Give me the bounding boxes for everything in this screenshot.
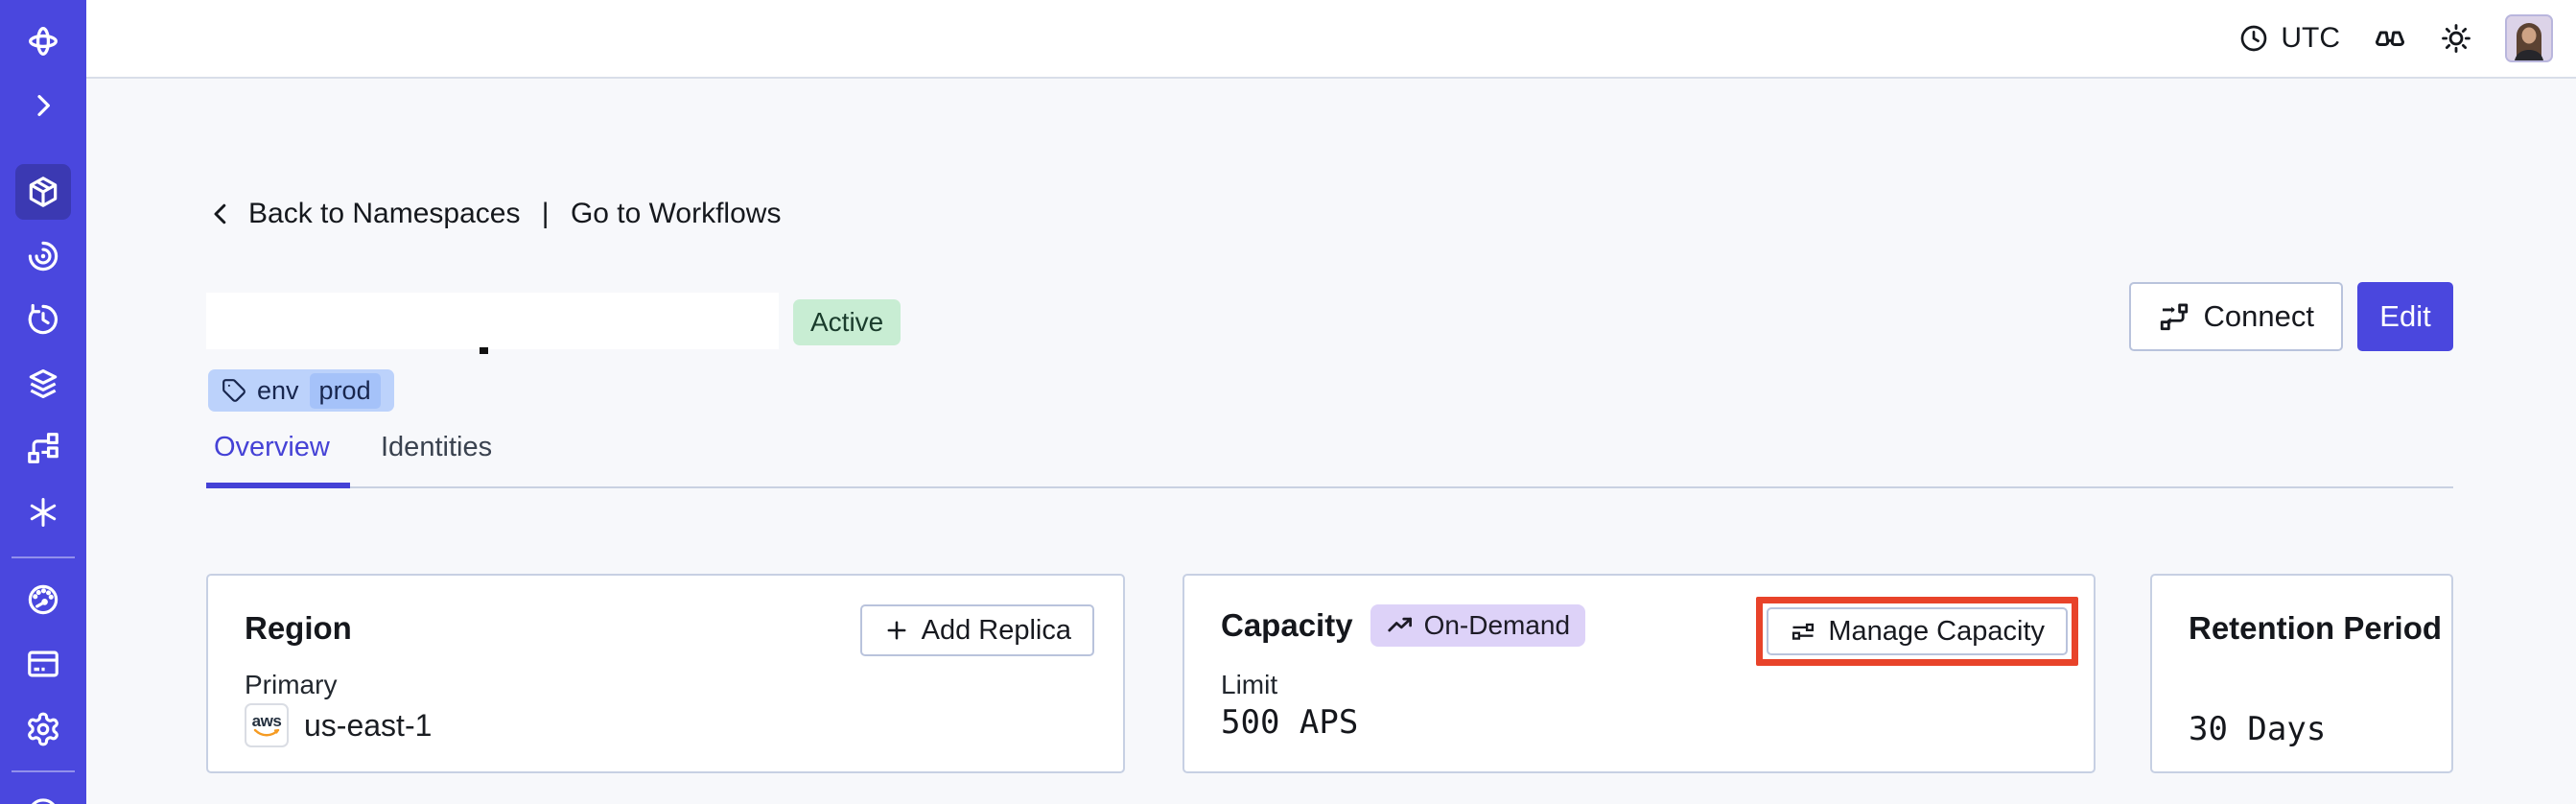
- namespace-title-redacted: [206, 293, 779, 349]
- batch-operations-pipeline-icon: [28, 433, 59, 463]
- plus-icon: [887, 621, 906, 640]
- capacity-limit-value: 500 APS: [1221, 703, 1359, 742]
- capacity-card: Capacity On-Demand Manage Capacity: [1183, 574, 2096, 773]
- user-avatar[interactable]: [2505, 14, 2553, 62]
- aws-smile-icon: [253, 728, 280, 737]
- chevron-left-icon: [214, 203, 226, 225]
- temporal-logo-icon[interactable]: [0, 21, 86, 61]
- sidebar-item-usage[interactable]: [0, 581, 86, 618]
- retention-card: Retention Period 30 Days: [2150, 574, 2453, 773]
- limit-label: Limit: [1221, 670, 1278, 699]
- manage-capacity-label: Manage Capacity: [1828, 615, 2045, 647]
- sidebar-item-support[interactable]: [0, 792, 86, 804]
- sidebar-item-deployments[interactable]: [0, 366, 86, 402]
- manage-capacity-button[interactable]: Manage Capacity: [1767, 607, 2068, 655]
- namespace-title-fragment: [480, 347, 488, 354]
- breadcrumb-separator: |: [533, 198, 557, 229]
- region-card-title: Region: [245, 610, 352, 646]
- tab-overview[interactable]: Overview: [214, 432, 330, 462]
- tag-key: env: [257, 375, 299, 405]
- labs-glasses-icon[interactable]: [2373, 21, 2407, 56]
- sidebar-item-settings[interactable]: [0, 710, 86, 748]
- breadcrumb-back-link[interactable]: Back to Namespaces: [248, 198, 521, 229]
- breadcrumb[interactable]: Back to Namespaces | Go to Workflows: [206, 198, 781, 230]
- add-replica-button[interactable]: Add Replica: [859, 604, 1094, 656]
- tag-value-chip: prod: [309, 372, 381, 409]
- on-demand-badge: On-Demand: [1370, 604, 1586, 647]
- retention-value: 30 Days: [2189, 710, 2327, 748]
- region-card: Region Add Replica Primary aws us-east-1: [206, 574, 1125, 773]
- aws-provider-icon: aws: [245, 703, 289, 747]
- workflows-spiral-icon: [28, 241, 59, 272]
- edit-button[interactable]: Edit: [2357, 282, 2453, 351]
- aws-logo-text: aws: [251, 712, 282, 730]
- on-demand-label: On-Demand: [1423, 610, 1571, 640]
- sidebar-divider: [12, 556, 75, 558]
- sidebar-item-billing[interactable]: [0, 646, 86, 682]
- expand-sidebar-chevron-icon[interactable]: [0, 88, 86, 123]
- trending-up-icon: [1387, 617, 1412, 632]
- tag-icon: [222, 379, 246, 402]
- add-replica-label: Add Replica: [921, 614, 1071, 646]
- nexus-asterisk-icon: [30, 498, 57, 527]
- sidebar: [0, 0, 86, 804]
- settings-gear-icon: [28, 712, 59, 746]
- usage-gauge-icon: [28, 584, 59, 615]
- connect-button[interactable]: Connect: [2128, 282, 2343, 351]
- namespaces-cube-icon: [29, 177, 58, 207]
- sidebar-item-namespaces[interactable]: [15, 164, 71, 220]
- connect-flow-icon: [2160, 303, 2188, 331]
- tab-identities[interactable]: Identities: [381, 432, 493, 462]
- sidebar-item-schedules[interactable]: [0, 301, 86, 338]
- schedules-clock-icon: [28, 303, 59, 335]
- support-circle-icon: [31, 798, 56, 804]
- sidebar-item-batch-operations[interactable]: [0, 430, 86, 466]
- annotation-highlight-box: Manage Capacity: [1756, 597, 2078, 666]
- breadcrumb-workflows-link[interactable]: Go to Workflows: [570, 198, 782, 229]
- sidebar-item-workflows[interactable]: [0, 238, 86, 274]
- sidebar-divider: [12, 770, 75, 772]
- active-tab-underline: [206, 483, 350, 488]
- sliders-icon: [1792, 623, 1815, 640]
- edit-button-label: Edit: [2379, 299, 2431, 333]
- namespace-tag[interactable]: env prod: [208, 369, 394, 412]
- capacity-card-title: Capacity: [1221, 607, 1353, 643]
- clock-icon: [2241, 25, 2267, 52]
- deployments-layers-icon: [29, 368, 58, 399]
- top-bar: UTC: [86, 0, 2576, 79]
- tab-bar: Overview Identities: [206, 432, 2453, 489]
- sidebar-item-nexus[interactable]: [0, 494, 86, 531]
- main-content: Back to Namespaces | Go to Workflows Act…: [86, 79, 2576, 804]
- status-badge: Active: [793, 299, 902, 345]
- primary-label: Primary: [245, 670, 338, 699]
- theme-toggle-sun-icon[interactable]: [2440, 22, 2472, 55]
- timezone-selector[interactable]: UTC: [2238, 22, 2340, 55]
- billing-credit-card-icon: [28, 650, 59, 677]
- timezone-label: UTC: [2281, 22, 2340, 54]
- tab-bar-divider: [206, 486, 2453, 488]
- retention-card-title: Retention Period: [2189, 610, 2443, 646]
- connect-button-label: Connect: [2203, 299, 2314, 333]
- region-value: us-east-1: [304, 707, 433, 743]
